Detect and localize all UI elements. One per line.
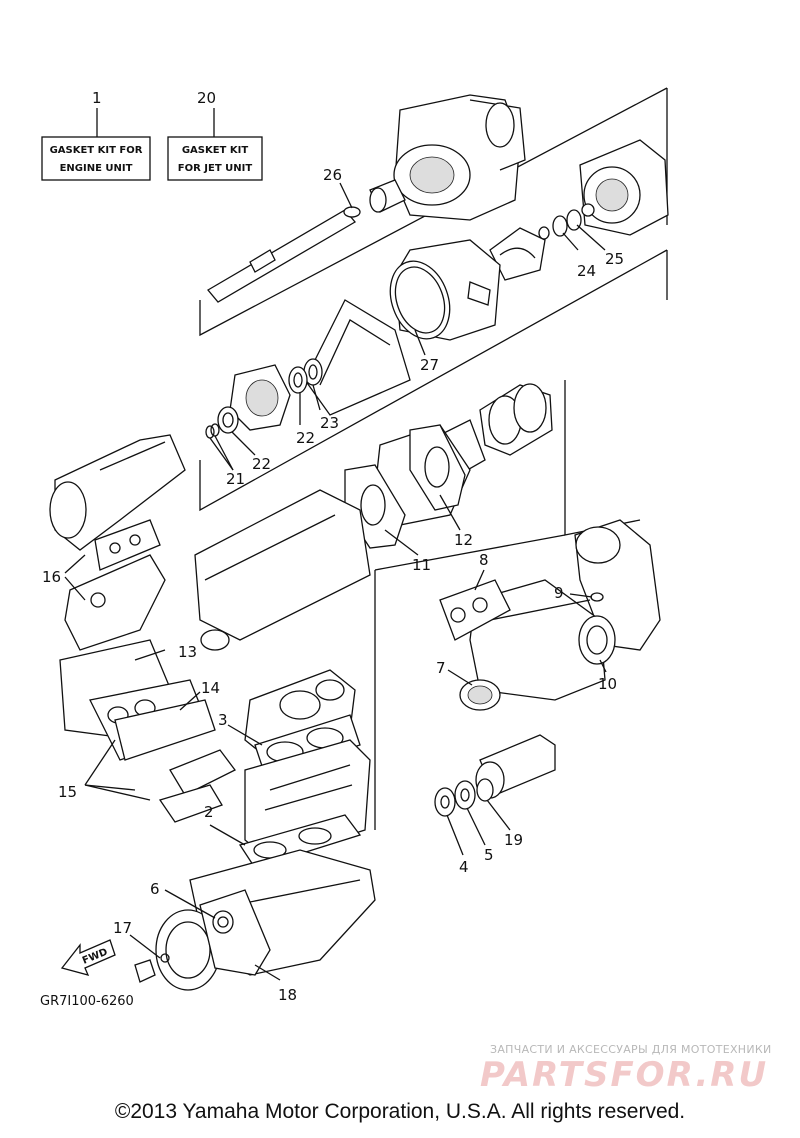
label-20: 20 xyxy=(197,89,216,107)
washer-9 xyxy=(590,592,604,602)
bearing-housing xyxy=(229,364,291,431)
small-part-17 xyxy=(134,953,170,983)
label-14: 14 xyxy=(201,679,220,697)
seal-6 xyxy=(212,910,234,934)
seal-4 xyxy=(434,787,456,817)
label-15: 15 xyxy=(58,783,77,801)
gasket-18 xyxy=(199,889,271,976)
engine-gasket-kit-box: GASKET KIT FOR ENGINE UNIT xyxy=(41,108,151,181)
gasket-12 xyxy=(409,424,466,511)
label-21: 21 xyxy=(226,470,245,488)
seals-24-25 xyxy=(538,209,582,240)
part-number-labels: 1 20 26 27 24 25 22 23 22 21 11 12 8 9 1… xyxy=(42,89,624,1004)
svg-text:GASKET KIT FOR: GASKET KIT FOR xyxy=(50,145,143,156)
label-4: 4 xyxy=(459,858,469,876)
label-23: 23 xyxy=(320,414,339,432)
copyright-notice: ©2013 Yamaha Motor Corporation, U.S.A. A… xyxy=(114,1100,686,1123)
label-1: 1 xyxy=(92,89,102,107)
label-7: 7 xyxy=(436,659,446,677)
watermark-brand: PARTSFOR.RU xyxy=(480,1055,769,1095)
reed-valves xyxy=(158,749,236,823)
muffler xyxy=(194,489,371,651)
label-3: 3 xyxy=(218,711,228,729)
fwd-arrow-icon: FWD xyxy=(60,939,116,976)
intake-duct xyxy=(304,299,411,416)
base-gasket-2 xyxy=(238,814,362,869)
label-8: 8 xyxy=(479,551,489,569)
svg-text:GASKET KIT: GASKET KIT xyxy=(182,145,249,156)
label-22-lower: 22 xyxy=(252,455,271,473)
seal-22-lower xyxy=(217,406,239,434)
label-2: 2 xyxy=(204,803,214,821)
seal-22-upper xyxy=(288,366,308,394)
exhaust-pipe xyxy=(49,434,186,551)
label-11: 11 xyxy=(412,556,431,574)
label-19: 19 xyxy=(504,831,523,849)
o-rings-21 xyxy=(205,423,220,439)
label-5: 5 xyxy=(484,846,494,864)
jet-gasket-kit-box: GASKET KIT FOR JET UNIT xyxy=(167,108,263,181)
label-9: 9 xyxy=(554,584,564,602)
jet-pump-housing xyxy=(393,94,526,221)
label-12: 12 xyxy=(454,531,473,549)
svg-text:ENGINE UNIT: ENGINE UNIT xyxy=(60,163,133,174)
label-10: 10 xyxy=(598,675,617,693)
label-25: 25 xyxy=(605,250,624,268)
label-13: 13 xyxy=(178,643,197,661)
label-6: 6 xyxy=(150,880,160,898)
drive-shaft xyxy=(207,206,361,303)
label-27: 27 xyxy=(420,356,439,374)
label-18: 18 xyxy=(278,986,297,1004)
impeller-housing xyxy=(389,239,501,341)
gasket-14 xyxy=(114,699,216,761)
jet-cover xyxy=(579,139,669,236)
coupler-7 xyxy=(459,679,501,711)
bearing-19 xyxy=(476,778,494,802)
drawing-code: GR7I100-6260 xyxy=(40,994,134,1009)
impeller xyxy=(489,227,546,281)
gasket-10 xyxy=(578,615,616,665)
label-16: 16 xyxy=(42,568,61,586)
cone-part xyxy=(369,179,406,213)
leader-lines xyxy=(64,182,607,981)
exhaust-manifold-16 xyxy=(64,519,166,651)
flywheel-cover xyxy=(155,909,221,991)
label-17: 17 xyxy=(113,919,132,937)
seal-5 xyxy=(454,780,476,810)
label-24: 24 xyxy=(577,262,596,280)
label-26: 26 xyxy=(323,166,342,184)
label-22-upper: 22 xyxy=(296,429,315,447)
svg-text:FOR JET UNIT: FOR JET UNIT xyxy=(178,163,253,174)
watermark-tagline: ЗАПЧАСТИ И АКСЕССУАРЫ ДЛЯ МОТОТЕХНИКИ xyxy=(490,1043,772,1056)
